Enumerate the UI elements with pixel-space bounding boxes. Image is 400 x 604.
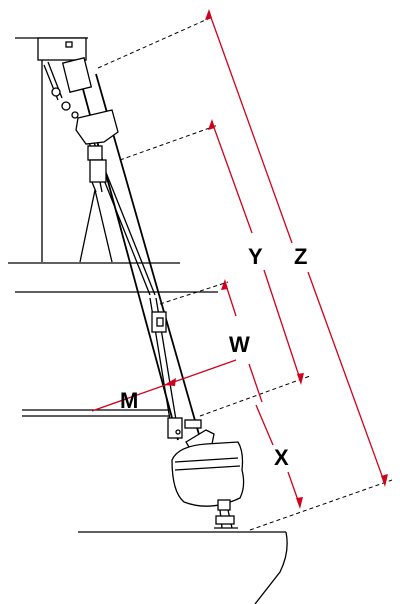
dimension-line-x — [255, 404, 303, 509]
seal-bracket — [167, 417, 202, 439]
upper-mount-structure — [15, 37, 88, 262]
lower-housing — [171, 429, 245, 507]
dimension-label-y: Y — [248, 244, 263, 269]
dimension-line-z — [205, 9, 388, 487]
dimension-line-w — [221, 279, 263, 403]
dimension-label-z: Z — [294, 244, 307, 269]
dimension-label-m: M — [120, 388, 138, 413]
dimension-line-m — [91, 359, 237, 412]
mid-shaft-bracket — [151, 311, 167, 333]
upper-collar — [75, 109, 119, 145]
support-triangle — [79, 189, 113, 263]
bottom-hull — [78, 531, 288, 604]
bottom-hardware — [214, 499, 238, 529]
dimension-label-x: X — [274, 445, 289, 470]
top-fitting — [43, 56, 93, 119]
mid-platform — [22, 409, 170, 417]
dimension-label-w: W — [229, 332, 250, 357]
upper-bracket — [87, 145, 107, 193]
dimension-line-y — [208, 119, 304, 385]
extension-lines — [97, 17, 393, 531]
